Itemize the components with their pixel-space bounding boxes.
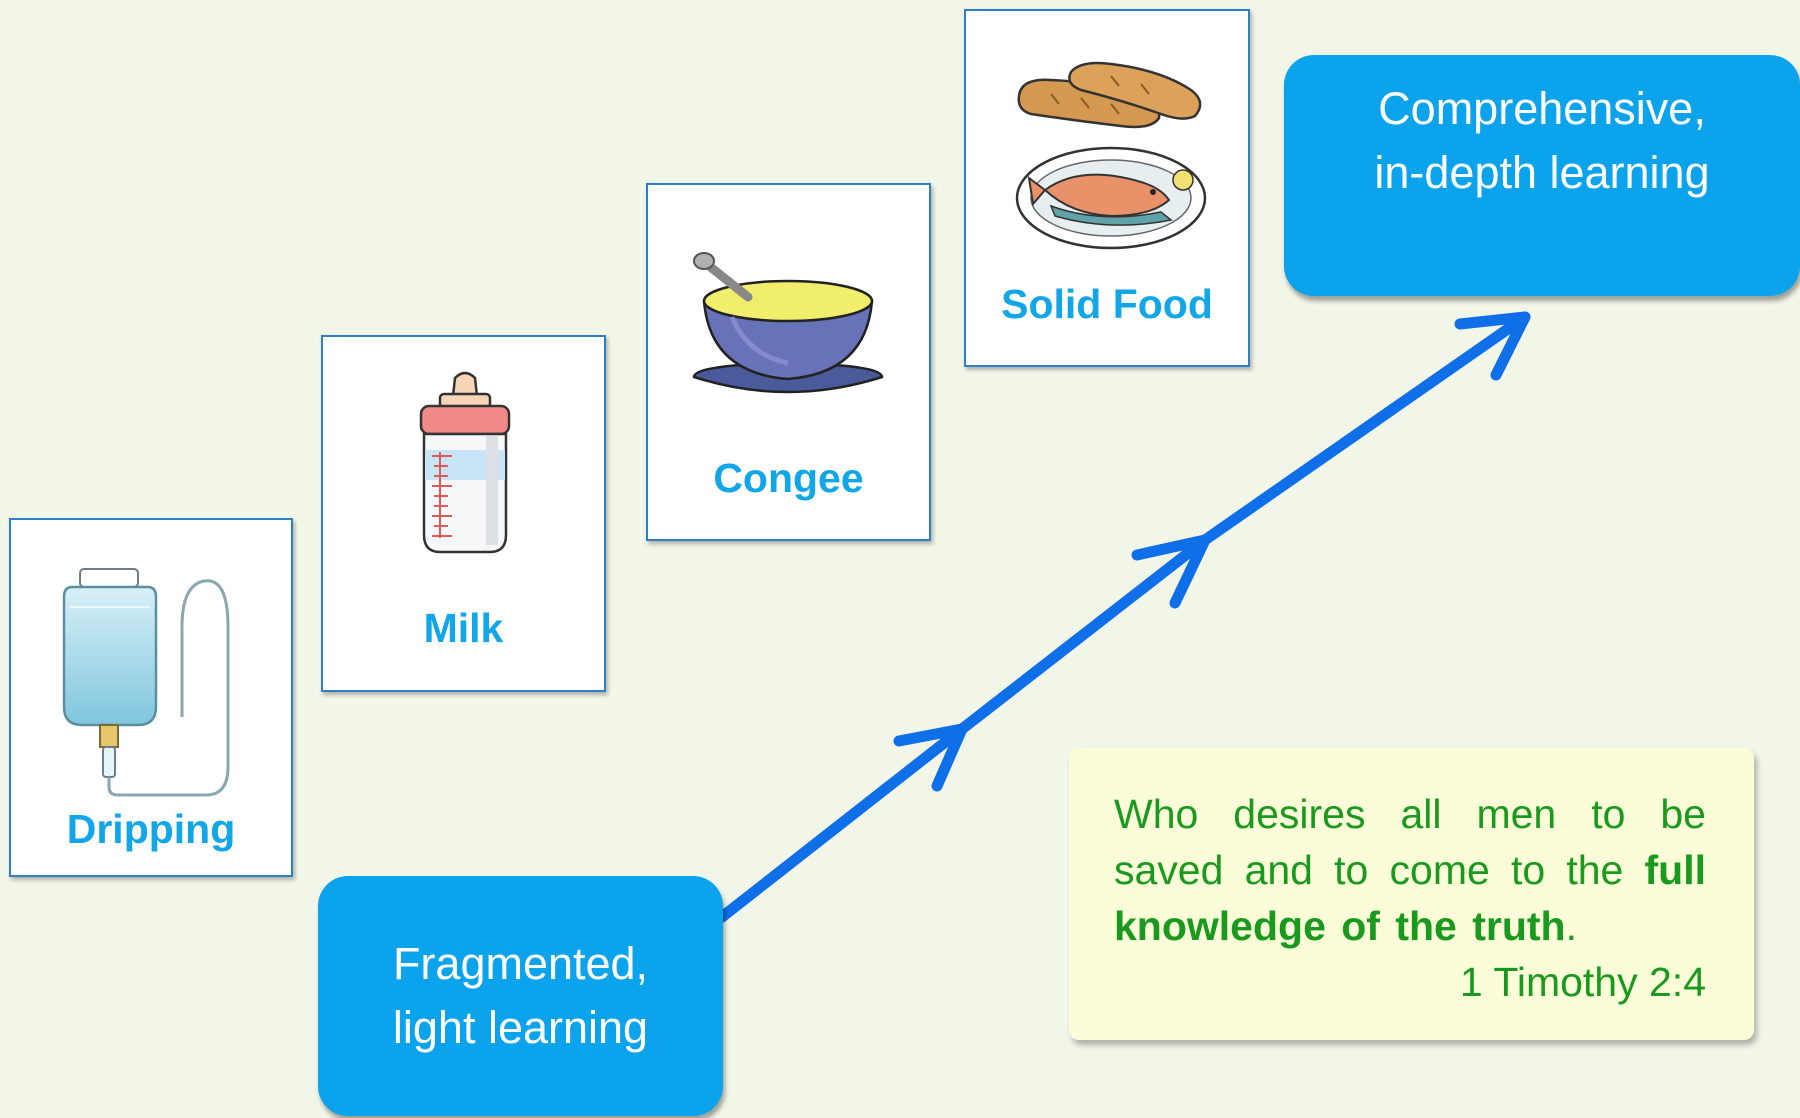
baby-bottle-icon bbox=[419, 371, 511, 554]
start-stage-box: Fragmented, light learning bbox=[318, 876, 723, 1116]
card-milk: Milk bbox=[321, 335, 606, 692]
bowl-icon bbox=[692, 252, 884, 394]
quote-text-end: . bbox=[1565, 903, 1577, 949]
quote-reference: 1 Timothy 2:4 bbox=[1459, 959, 1706, 1005]
start-stage-line-1: Fragmented, bbox=[392, 938, 649, 989]
end-stage-box: Comprehensive, in-depth learning bbox=[1284, 55, 1800, 296]
card-label-congee: Congee bbox=[713, 455, 864, 501]
quote-text-bold: full knowledge of the truth bbox=[1114, 847, 1706, 949]
card-solid-food: Solid Food bbox=[964, 9, 1250, 367]
arrow-segment-3 bbox=[1199, 311, 1531, 546]
quote-text: Who desires all men to be saved and to c… bbox=[1114, 786, 1706, 954]
end-stage-line-1: Comprehensive, bbox=[1378, 82, 1706, 134]
bread-and-fish-icon bbox=[1015, 61, 1207, 250]
card-label-solid-food: Solid Food bbox=[1001, 281, 1213, 327]
card-label-milk: Milk bbox=[423, 605, 504, 651]
end-stage-line-2: in-depth learning bbox=[1374, 146, 1710, 198]
card-congee: Congee bbox=[646, 183, 931, 541]
arrow-head-3 bbox=[1454, 311, 1531, 381]
arrow-segment-1 bbox=[716, 723, 968, 923]
iv-drip-bag-icon bbox=[62, 568, 230, 797]
card-dripping: Dripping bbox=[9, 518, 293, 877]
quote-text-plain: Who desires all men to be saved and to c… bbox=[1114, 791, 1706, 893]
start-stage-line-2: light learning bbox=[392, 1002, 649, 1053]
card-label-dripping: Dripping bbox=[66, 806, 236, 852]
arrow-segment-2 bbox=[956, 534, 1211, 735]
scripture-quote-box: Who desires all men to be saved and to c… bbox=[1069, 748, 1754, 1040]
